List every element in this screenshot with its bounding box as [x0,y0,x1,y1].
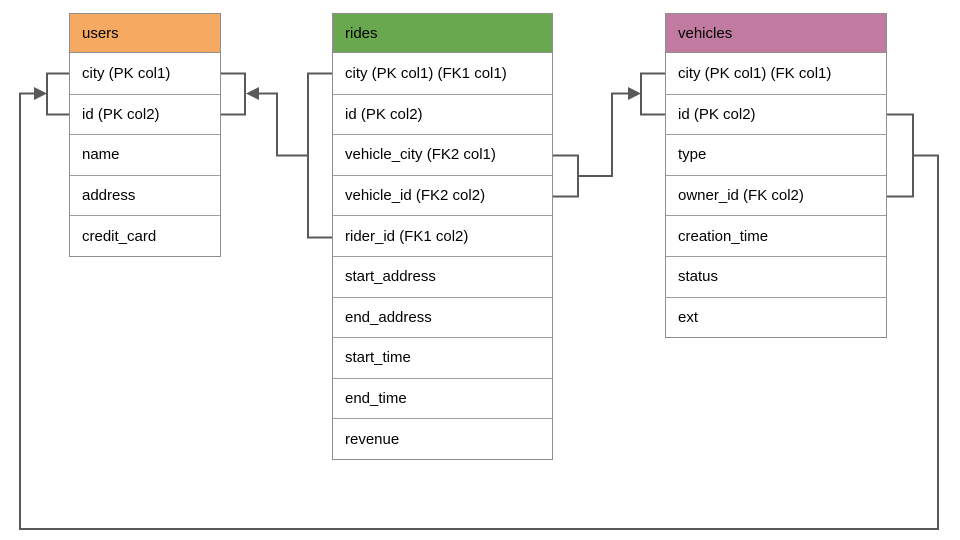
table-vehicles: vehicles city (PK col1) (FK col1) id (PK… [665,13,887,339]
table-row[interactable]: status [666,255,886,297]
users-left-anchor-bracket [46,72,69,116]
table-users-header[interactable]: users [70,14,220,53]
arrowhead-right-icon [34,87,47,100]
rides-right-anchor-bracket [553,154,579,198]
table-row[interactable]: type [666,134,886,175]
table-rides: rides city (PK col1) (FK1 col1) id (PK c… [332,13,553,460]
table-row[interactable]: start_address [333,255,552,297]
table-row[interactable]: end_address [333,296,552,338]
table-row[interactable]: ext [666,296,886,338]
table-rides-header[interactable]: rides [333,14,552,53]
table-row[interactable]: vehicle_id (FK2 col2) [333,174,552,216]
table-row[interactable]: city (PK col1) [70,53,220,94]
table-vehicles-header[interactable]: vehicles [666,14,886,53]
vehicles-right-anchor-bracket [887,113,914,198]
rides-users-connector-line [259,92,308,157]
table-row[interactable]: owner_id (FK col2) [666,174,886,216]
table-row[interactable]: id (PK col2) [70,93,220,135]
users-right-anchor-bracket [221,72,246,116]
relationship-rides-users [221,72,332,239]
table-row[interactable]: creation_time [666,215,886,256]
table-row[interactable]: credit_card [70,215,220,256]
table-row[interactable]: start_time [333,337,552,378]
rides-vehicles-connector-line [578,92,628,177]
table-row[interactable]: address [70,174,220,216]
arrowhead-left-icon [246,87,259,100]
table-row[interactable]: city (PK col1) (FK col1) [666,53,886,94]
table-row[interactable]: id (PK col2) [666,93,886,135]
vehicles-left-anchor-bracket [640,72,665,116]
table-row[interactable]: id (PK col2) [333,93,552,135]
table-row[interactable]: rider_id (FK1 col2) [333,215,552,256]
table-users: users city (PK col1) id (PK col2) name a… [69,13,221,257]
relationship-rides-vehicles [553,72,665,198]
rides-left-anchor-bracket [307,72,332,239]
arrowhead-right-icon [628,87,641,100]
table-row[interactable]: end_time [333,377,552,419]
table-row[interactable]: name [70,134,220,175]
table-row[interactable]: vehicle_city (FK2 col1) [333,134,552,175]
table-row[interactable]: revenue [333,418,552,459]
table-row[interactable]: city (PK col1) (FK1 col1) [333,53,552,94]
